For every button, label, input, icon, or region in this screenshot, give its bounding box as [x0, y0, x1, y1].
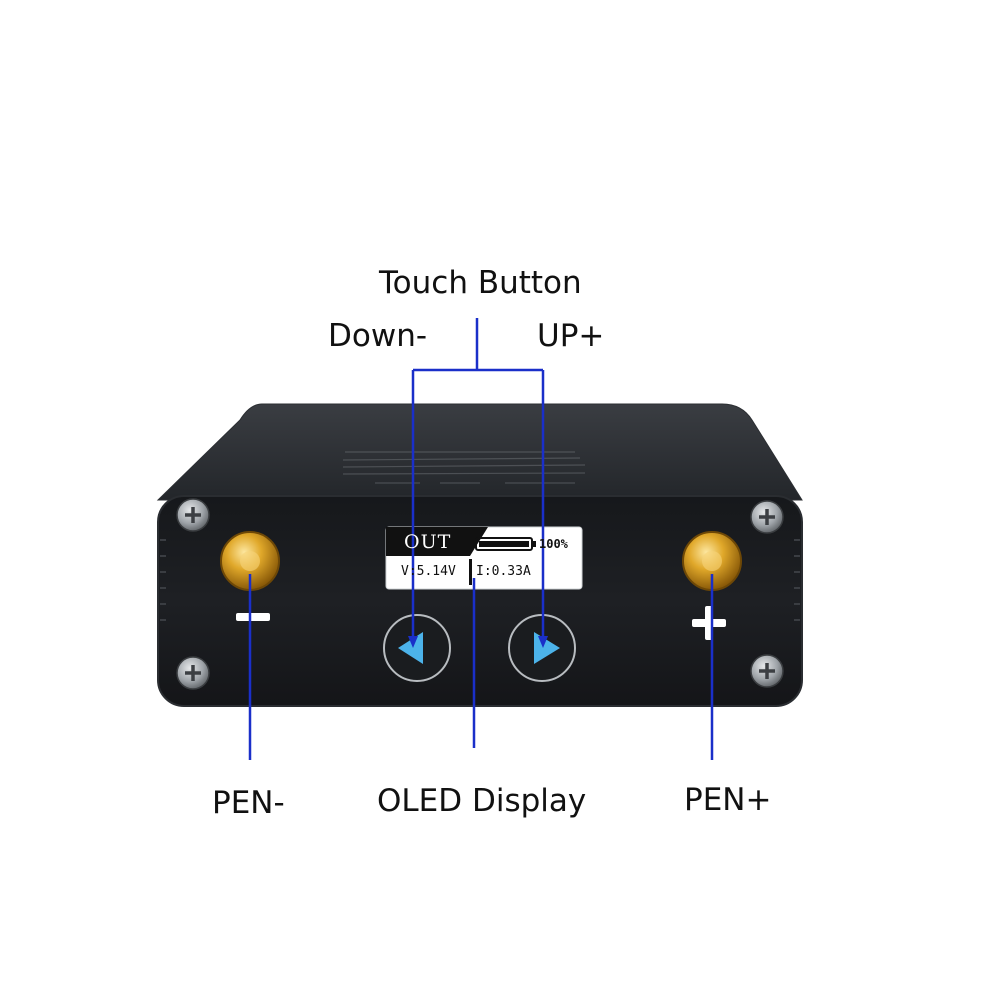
- enclosure-front: [157, 495, 803, 707]
- oled-mode-text: OUT: [404, 531, 452, 553]
- enclosure-top: [156, 403, 803, 501]
- down-label: Down-: [328, 318, 428, 354]
- callout-lines: [248, 318, 714, 760]
- oled-battery-icon: [475, 537, 536, 551]
- oled-current-text: I:0.33A: [476, 564, 531, 579]
- screw-bottom-left-icon: [176, 656, 210, 690]
- oled-bottom-divider: [469, 559, 472, 585]
- up-callout-arrowhead: [538, 636, 548, 648]
- pen-minus-terminal-icon: [220, 531, 280, 591]
- screw-bottom-right-icon: [750, 654, 784, 688]
- touch-button-label: Touch Button: [379, 265, 582, 301]
- screw-top-right-icon: [750, 500, 784, 534]
- side-grooves: [160, 539, 800, 621]
- oled-out-block: [386, 527, 488, 556]
- down-touch-button[interactable]: [383, 614, 451, 682]
- left-arrow-icon: [398, 632, 423, 664]
- oled-display-label: OLED Display: [377, 783, 587, 819]
- oled-voltage-text: V:5.14V: [401, 564, 456, 579]
- minus-mark-icon: [236, 613, 270, 621]
- pen-plus-label: PEN+: [684, 782, 772, 818]
- screw-top-left-icon: [176, 498, 210, 532]
- pen-plus-terminal-icon: [682, 531, 742, 591]
- oled-battery-text: 100%: [539, 537, 568, 551]
- pen-minus-label: PEN-: [212, 785, 285, 821]
- up-label: UP+: [537, 318, 605, 354]
- down-callout-arrowhead: [408, 636, 418, 648]
- top-silkscreen: [342, 451, 586, 484]
